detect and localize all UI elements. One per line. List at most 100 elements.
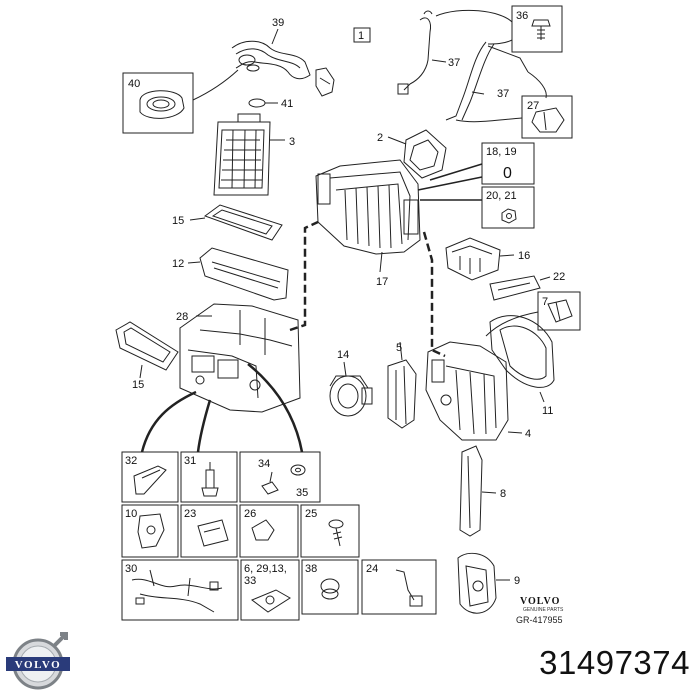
box-6-label-line1: 6, 29,13, xyxy=(244,563,287,575)
box-34-label: 34 xyxy=(258,458,270,470)
volvo-logo: VOLVO xyxy=(6,632,70,690)
box-23-label: 23 xyxy=(184,508,196,520)
part-6-motor xyxy=(251,589,291,613)
callout-4: 4 xyxy=(525,428,531,440)
part-32-bracket xyxy=(133,465,167,495)
box-7-frame xyxy=(537,291,581,331)
callout-36: 36 xyxy=(516,10,528,22)
index-badge-frame xyxy=(353,27,371,43)
box-26-label: 26 xyxy=(244,508,256,520)
callout-12: 12 xyxy=(172,258,184,270)
callout-3: 3 xyxy=(289,136,295,148)
part-2-seal xyxy=(387,129,447,179)
leader-40 xyxy=(192,69,239,101)
box-40-frame xyxy=(122,72,194,134)
box-32-label: 32 xyxy=(125,455,137,467)
box-6-label-line2: 33 xyxy=(244,575,256,587)
part-37-cable-b xyxy=(435,9,529,121)
part-36-screw xyxy=(531,19,551,40)
box-35-label: 35 xyxy=(296,487,308,499)
box-10-frame xyxy=(121,504,179,558)
callout-41: 41 xyxy=(281,98,293,110)
callout-37-left: 37 xyxy=(448,57,460,69)
part-35-washer xyxy=(290,464,306,476)
box-6-frame xyxy=(240,559,300,621)
box-27-frame xyxy=(521,95,573,139)
box-10-label: 10 xyxy=(125,508,137,520)
callout-39: 39 xyxy=(272,17,284,29)
part-27-clip xyxy=(531,107,565,133)
box-30-frame xyxy=(121,559,239,621)
part-9-actuator xyxy=(457,552,510,614)
box-31-frame xyxy=(180,451,238,503)
assembly-dashed-lines xyxy=(289,220,446,358)
callout-16: 16 xyxy=(518,250,530,262)
box-38-frame xyxy=(301,559,359,615)
callout-15-upper: 15 xyxy=(172,215,184,227)
leader-36 xyxy=(487,39,513,45)
callout-17: 17 xyxy=(376,276,388,288)
box-30-label: 30 xyxy=(125,563,137,575)
box-26-frame xyxy=(239,504,299,558)
volvo-logo-text: VOLVO xyxy=(15,659,61,671)
box-38-label: 38 xyxy=(305,563,317,575)
part-23-plate xyxy=(197,519,229,547)
box-18-19-value: 0 xyxy=(503,165,512,182)
callout-37-right: 37 xyxy=(497,88,509,100)
part-26-clip xyxy=(251,519,275,541)
part-14-blower xyxy=(329,361,373,417)
part-41-oring xyxy=(248,98,266,108)
part-3-heater-core xyxy=(213,113,285,196)
part-5-duct xyxy=(387,341,417,429)
callout-7: 7 xyxy=(542,296,548,308)
box-31-label: 31 xyxy=(184,455,196,467)
leader-7 xyxy=(485,311,539,337)
leaders-18-21 xyxy=(417,163,483,201)
box-25-label: 25 xyxy=(305,508,317,520)
part-28-housing xyxy=(179,303,301,413)
callout-8: 8 xyxy=(500,488,506,500)
callout-22: 22 xyxy=(553,271,565,283)
callout-9: 9 xyxy=(514,575,520,587)
part-number: 31497374 xyxy=(539,644,690,681)
box-24-label: 24 xyxy=(366,563,378,575)
part-10-clip xyxy=(137,513,165,549)
part-38-grommet xyxy=(320,578,340,600)
box-25-frame xyxy=(300,504,360,558)
part-8-duct-panel xyxy=(459,445,497,537)
box-32-frame xyxy=(121,451,179,503)
part-39-hose xyxy=(231,28,311,80)
part-34-bolt xyxy=(261,471,279,495)
part-20-21-nut xyxy=(501,208,517,224)
watermark-sub: GENUINE PARTS xyxy=(523,607,564,613)
callout-27: 27 xyxy=(527,100,539,112)
part-40-flange xyxy=(139,90,185,119)
callout-5: 5 xyxy=(396,342,402,354)
part-4-evaporator-housing xyxy=(425,341,523,441)
watermark-brand: VOLVO xyxy=(520,596,560,607)
part-31-pin xyxy=(201,462,219,497)
callout-28: 28 xyxy=(176,311,188,323)
box-24-frame xyxy=(361,559,437,615)
part-7-bracket xyxy=(547,299,573,323)
leader-37-to-27 xyxy=(527,71,547,99)
part-12-heater-box xyxy=(187,247,289,301)
box-36-frame xyxy=(511,5,563,53)
part-24-sensor xyxy=(395,569,423,607)
box-34-35-frame xyxy=(239,451,321,503)
part-11-frame xyxy=(489,315,555,403)
callout-14: 14 xyxy=(337,349,349,361)
part-37-cable-a xyxy=(397,10,447,95)
part-25-screw xyxy=(328,519,344,547)
part-15-gasket-lower xyxy=(115,321,179,371)
part-22-unit xyxy=(489,275,551,301)
box-23-frame xyxy=(180,504,238,558)
box-20-21-label: 20, 21 xyxy=(486,190,517,202)
part-17-main-housing xyxy=(315,159,421,273)
part-39-clip xyxy=(315,67,335,97)
box-20-21-frame xyxy=(481,186,535,229)
watermark-ref: GR-417955 xyxy=(516,615,563,625)
leaders-lower-boxes xyxy=(140,363,304,453)
callout-11: 11 xyxy=(542,405,553,417)
